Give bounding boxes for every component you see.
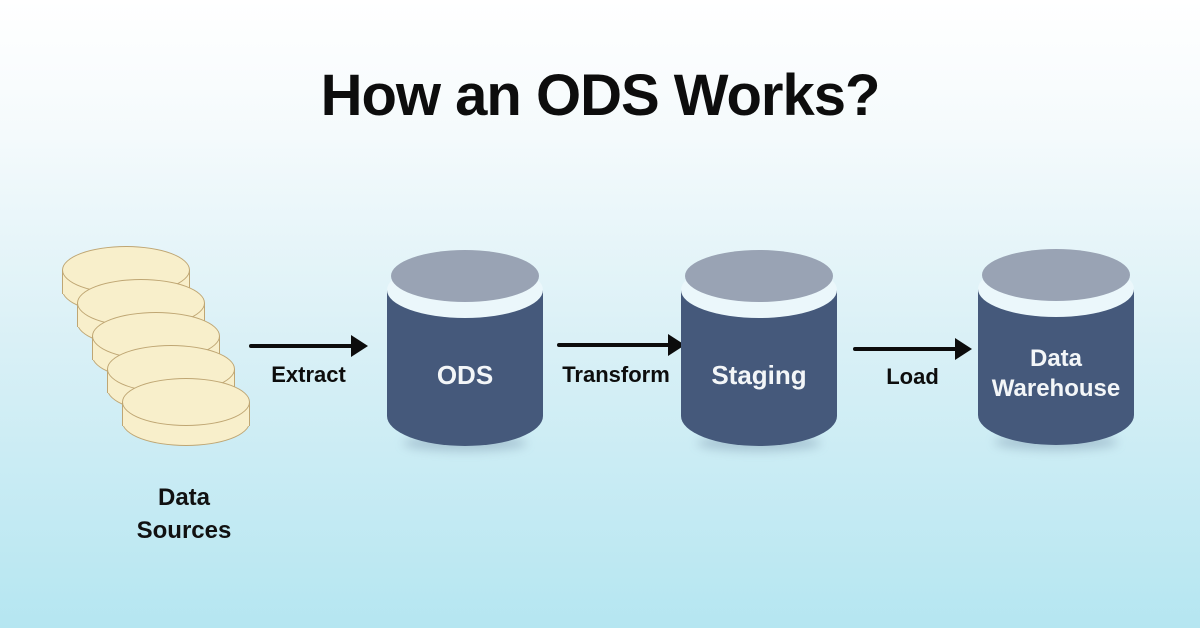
arrow-shaft xyxy=(249,344,353,348)
transform-label: Transform xyxy=(562,362,670,387)
cylinder-cap xyxy=(982,249,1130,301)
database-disk-icon xyxy=(122,378,250,448)
extract-arrow-icon xyxy=(249,335,368,357)
data-sources-stack-icon xyxy=(62,246,252,448)
staging-label: Staging xyxy=(711,359,807,390)
arrow-shaft xyxy=(853,347,957,351)
arrow-shaft xyxy=(557,343,670,347)
disk-top-face xyxy=(122,378,250,426)
staging-cylinder-icon: Staging xyxy=(681,250,837,451)
ods-label: ODS xyxy=(436,359,494,390)
extract-label: Extract xyxy=(271,362,346,387)
cylinder-cap xyxy=(685,250,833,302)
transform-arrow-icon xyxy=(557,334,685,356)
arrow-head xyxy=(668,334,685,356)
data-sources-label-line1: Data xyxy=(157,484,211,511)
arrow-head xyxy=(351,335,368,357)
data-warehouse-label-line1: Data xyxy=(1029,345,1083,372)
cylinder-cap xyxy=(391,250,539,302)
load-arrow-icon xyxy=(853,338,972,360)
data-warehouse-cylinder-icon: Data Warehouse xyxy=(978,249,1134,450)
ods-cylinder-icon: ODS xyxy=(387,250,543,451)
data-sources-label-line2: Sources xyxy=(136,517,232,544)
arrow-head xyxy=(955,338,972,360)
data-warehouse-label-line2: Warehouse xyxy=(991,375,1121,402)
data-sources-label: Data Sources xyxy=(88,481,280,547)
load-label: Load xyxy=(886,364,939,389)
data-warehouse-label: Data Warehouse xyxy=(978,289,1134,445)
page-title: How an ODS Works? xyxy=(320,63,881,128)
